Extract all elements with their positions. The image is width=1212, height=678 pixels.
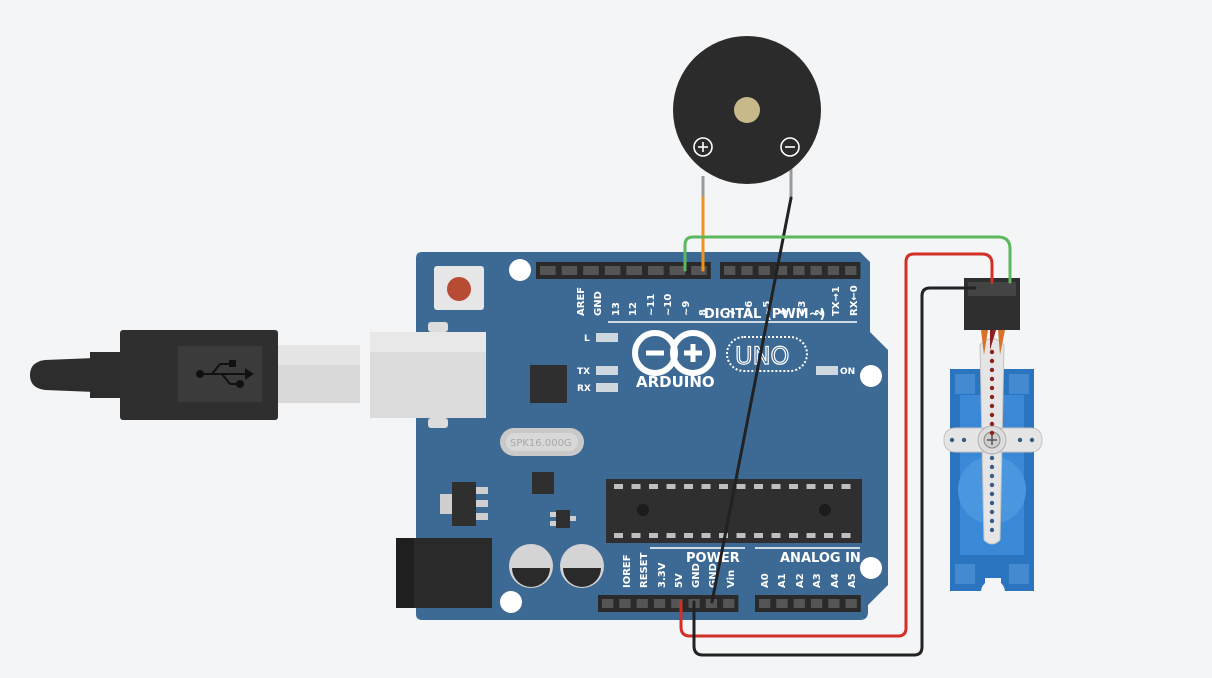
header-pin[interactable] [583,266,599,275]
header-pin[interactable] [604,266,621,275]
brand-label: ARDUINO [636,373,715,391]
digital-pin-label: ~5 [762,301,773,316]
mount-hole [860,557,882,579]
header-pin[interactable] [810,266,822,275]
header-pin[interactable] [636,599,648,608]
led-rx [596,383,618,392]
header-pin[interactable] [759,599,771,608]
header-pin[interactable] [776,599,788,608]
header-pin[interactable] [845,599,857,608]
header-pin[interactable] [810,599,823,608]
analog-pin-label: A0 [760,573,771,588]
capacitor [560,544,604,588]
power-header[interactable] [598,595,739,612]
header-pin[interactable] [653,599,666,608]
digital-pin-label: 4 [779,309,790,316]
header-pin[interactable] [741,266,753,275]
header-pin[interactable] [561,266,578,275]
digital-pin-label: ~9 [681,301,692,316]
power-section-label: POWER [686,551,740,566]
mount-hole [860,365,882,387]
led-on [816,366,838,375]
header-pin[interactable] [793,266,805,275]
header-pin[interactable] [669,266,686,275]
minus-icon [780,137,800,157]
header-pin[interactable] [691,266,707,275]
header-pin[interactable] [626,266,642,275]
arduino-infinity-logo-icon [632,330,716,376]
arduino-uno-board[interactable]: L TX RX ON SPK16.000G [370,252,888,620]
on-label: ON [840,367,855,377]
digital-pin-label: 7 [727,309,738,316]
usb-symbol-icon [196,360,254,388]
header-pin[interactable] [671,599,683,608]
wire-red-servo-power [679,252,994,638]
power-pin-label: GND [691,563,702,588]
digital-pin-label: ~11 [646,294,657,316]
header-pin[interactable] [705,599,718,608]
analog-pin-label: A2 [795,573,806,588]
header-pin[interactable] [648,266,664,275]
analog-pin-label: A1 [777,573,788,588]
small-chip [532,472,554,494]
wire-black-buzzer-gnd [710,196,793,604]
digital-pin-label: ~6 [744,301,755,316]
power-pin-label: GND [708,563,719,588]
analog-section-label: ANALOG IN [780,551,861,566]
digital-pin-label: 8 [698,309,709,316]
led-rx-label: RX [577,384,591,394]
digital-pin-label: ~10 [663,294,674,316]
capacitor [509,544,553,588]
digital-section-label: DIGITAL (PWM~) [704,307,825,322]
header-pin[interactable] [540,266,556,275]
crystal-label: SPK16.000G [510,438,572,449]
led-tx [596,366,618,375]
digital-pin-label: RX←0 [849,285,860,316]
header-pin[interactable] [827,266,840,275]
analog-pin-label: A5 [847,573,858,588]
piezo-buzzer[interactable] [673,36,821,200]
digital-pin-label: 2 [814,309,825,316]
usb-cable[interactable] [30,330,360,420]
header-pin[interactable] [723,599,735,608]
led-l-label: L [584,334,590,344]
header-pin[interactable] [793,599,805,608]
header-pin[interactable] [828,599,840,608]
power-pin-label: RESET [639,552,650,588]
mount-hole [500,591,522,613]
voltage-regulator [452,482,476,526]
power-pin-label: 3.3V [657,562,668,588]
power-pin-label: 5V [674,573,685,588]
digital-pin-label: AREF [576,287,587,316]
led-tx-label: TX [577,367,590,377]
digital-pin-label: GND [593,291,604,316]
header-pin[interactable] [775,266,788,275]
digital-pin-label: TX→1 [831,286,842,316]
analog-pin-label: A4 [830,573,841,588]
digital-pin-label: 12 [628,302,639,316]
header-pin[interactable] [724,266,736,275]
digital-header[interactable] [536,262,861,279]
led-l [596,333,618,342]
digital-pin-label: ~3 [797,301,808,316]
header-pin[interactable] [602,599,614,608]
header-pin[interactable] [758,266,770,275]
wire-black-servo-gnd [692,286,977,657]
power-pin-label: IOREF [622,554,633,588]
analog-header[interactable] [755,595,861,612]
header-pin[interactable] [619,599,631,608]
power-pin-label: Vin [726,570,737,588]
mount-hole [509,259,531,281]
wire-green-servo-signal [683,235,1012,284]
usb-chip [530,365,567,403]
wires[interactable] [679,196,1012,657]
digital-pin-label: 13 [611,302,622,316]
analog-pin-label: A3 [812,573,823,588]
servo-motor[interactable] [943,278,1043,604]
plus-icon [693,137,713,157]
header-pin[interactable] [845,266,857,275]
